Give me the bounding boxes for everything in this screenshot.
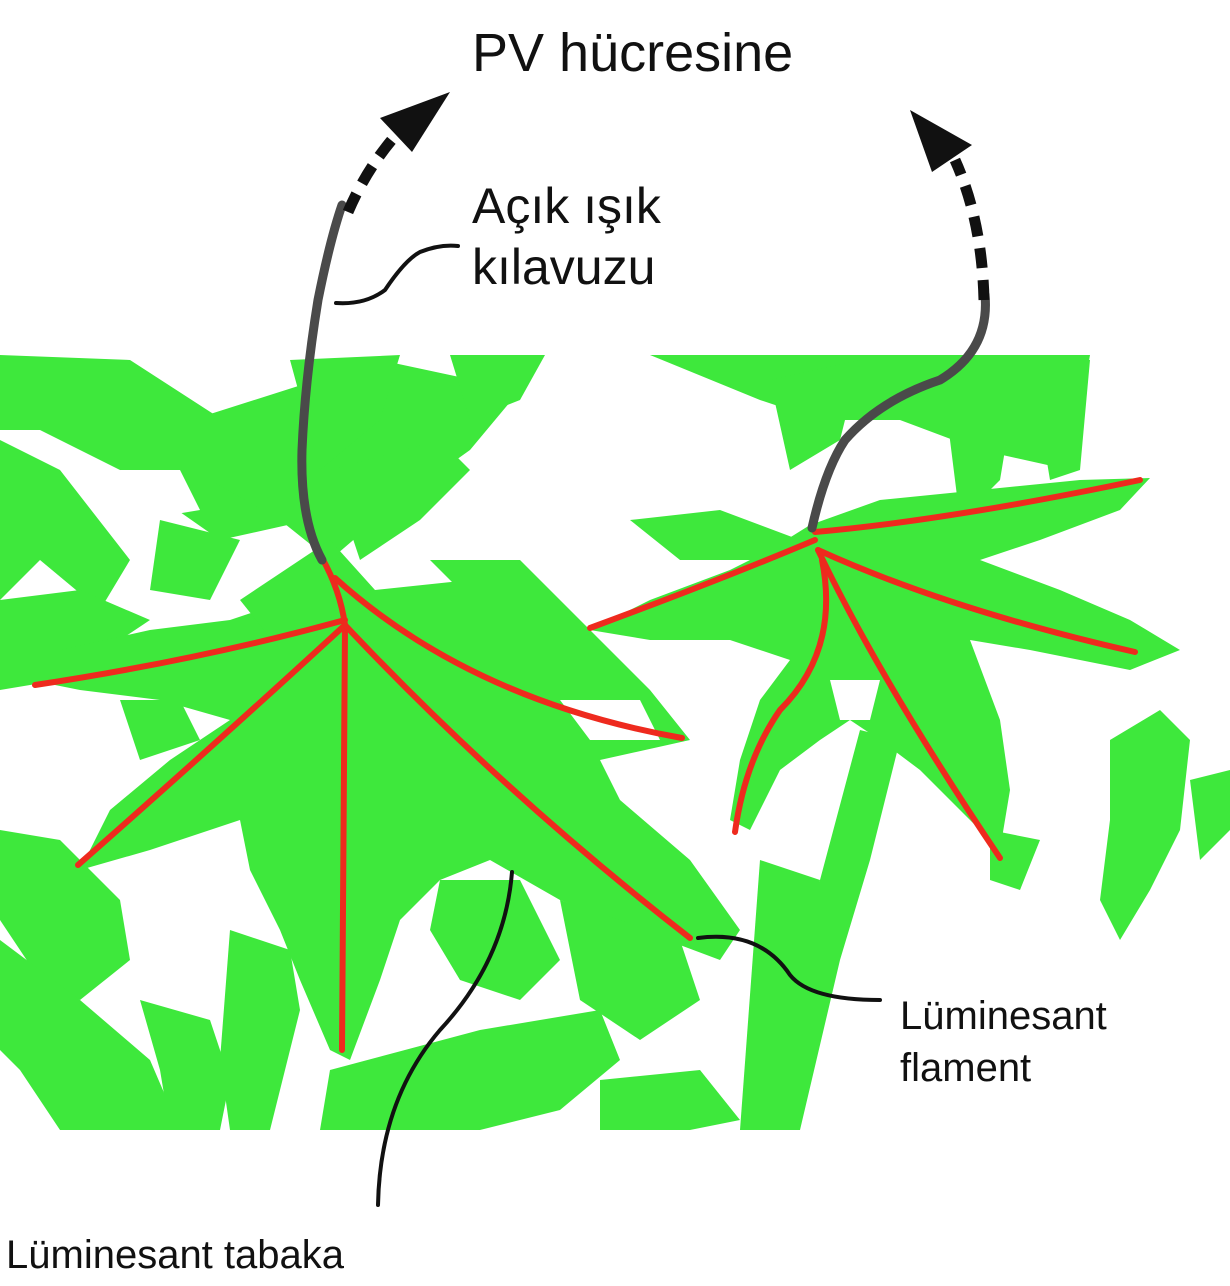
luminescent-filaments bbox=[32, 477, 1143, 1053]
label-open-light-guide-line1: Açık ışık bbox=[472, 178, 661, 234]
filament-left-2 bbox=[75, 622, 348, 868]
label-to-pv-cell: PV hücresine bbox=[472, 23, 794, 83]
filament-right-1 bbox=[812, 477, 1143, 535]
leader-lines bbox=[334, 243, 882, 1207]
label-luminescent-filament-line1: Lüminesant bbox=[900, 994, 1107, 1038]
leader-layer bbox=[376, 870, 514, 1207]
leader-filament bbox=[696, 934, 882, 1002]
filament-right-3 bbox=[815, 547, 1138, 655]
light-guide-right bbox=[807, 290, 990, 533]
filament-right-2 bbox=[587, 537, 818, 631]
filament-right-5 bbox=[732, 557, 830, 835]
foliage-gaps bbox=[120, 470, 880, 740]
label-luminescent-layer: Lüminesant tabaka bbox=[6, 1233, 345, 1277]
leader-light-guide bbox=[334, 243, 460, 306]
arrow-right-head bbox=[910, 110, 972, 172]
label-luminescent-filament-line2: flament bbox=[900, 1046, 1032, 1090]
light-guides bbox=[297, 200, 990, 565]
filament-right-4 bbox=[815, 547, 1003, 861]
arrows-to-pv-cell bbox=[342, 92, 990, 301]
filament-left-4 bbox=[342, 622, 693, 941]
filament-left-1 bbox=[32, 617, 348, 688]
luminescent-layer-foliage bbox=[0, 355, 1230, 1130]
arrow-right-shaft bbox=[949, 157, 990, 301]
label-luminescent-filament: Lüminesant flament bbox=[900, 990, 1107, 1094]
arrow-left-head bbox=[380, 92, 450, 152]
label-open-light-guide-line2: kılavuzu bbox=[472, 239, 656, 295]
filament-left-3 bbox=[339, 622, 348, 1053]
label-open-light-guide: Açık ışık kılavuzu bbox=[472, 176, 661, 298]
filament-left-5 bbox=[332, 575, 685, 741]
light-guide-left bbox=[297, 200, 347, 565]
